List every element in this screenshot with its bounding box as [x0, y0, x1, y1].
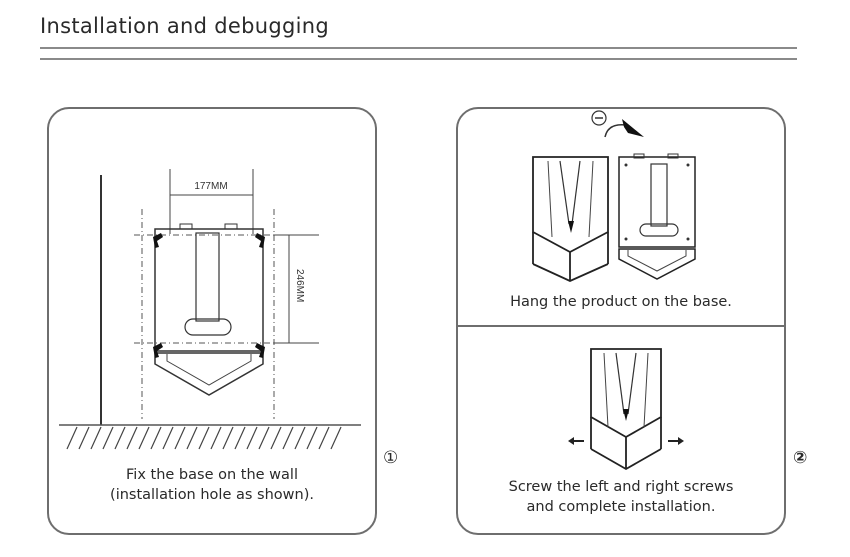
step2-bottom-caption-line1: Screw the left and right screws: [508, 479, 734, 495]
hang-product-diagram: [532, 110, 696, 471]
step1-caption: Fix the base on the wall (installation h…: [49, 465, 375, 505]
title-rule-bottom: [40, 58, 797, 60]
title-rule-top: [40, 47, 797, 49]
height-dimension-label: 246MM: [294, 269, 305, 302]
page-title: Installation and debugging: [40, 14, 329, 38]
floor-hatch: [66, 426, 342, 450]
right-arrow-icon: [668, 437, 684, 445]
wall-mount-diagram: 177MM 246MM: [59, 169, 361, 450]
left-arrow-icon: [568, 437, 584, 445]
curved-arrow-icon: [604, 124, 627, 138]
product-front-illustration: [532, 156, 609, 282]
base-plate-illustration: [618, 153, 696, 280]
step1-caption-line1: Fix the base on the wall: [126, 467, 298, 483]
step1-number-badge: ①: [383, 448, 399, 468]
step2-bottom-caption: Screw the left and right screws and comp…: [458, 477, 784, 517]
step2-bottom-caption-line2: and complete installation.: [526, 499, 716, 515]
product-screw-illustration: [590, 348, 662, 471]
step2-panel: Hang the product on the base. Screw the …: [456, 107, 786, 535]
step2-divider: [458, 325, 784, 327]
step1-panel: 177MM 246MM Fix the base on the wall: [47, 107, 377, 535]
step1-caption-line2: (installation hole as shown).: [110, 487, 314, 503]
step2-number-badge: ②: [793, 448, 808, 468]
width-dimension-label: 177MM: [194, 181, 227, 192]
step2-top-caption: Hang the product on the base.: [510, 294, 732, 310]
